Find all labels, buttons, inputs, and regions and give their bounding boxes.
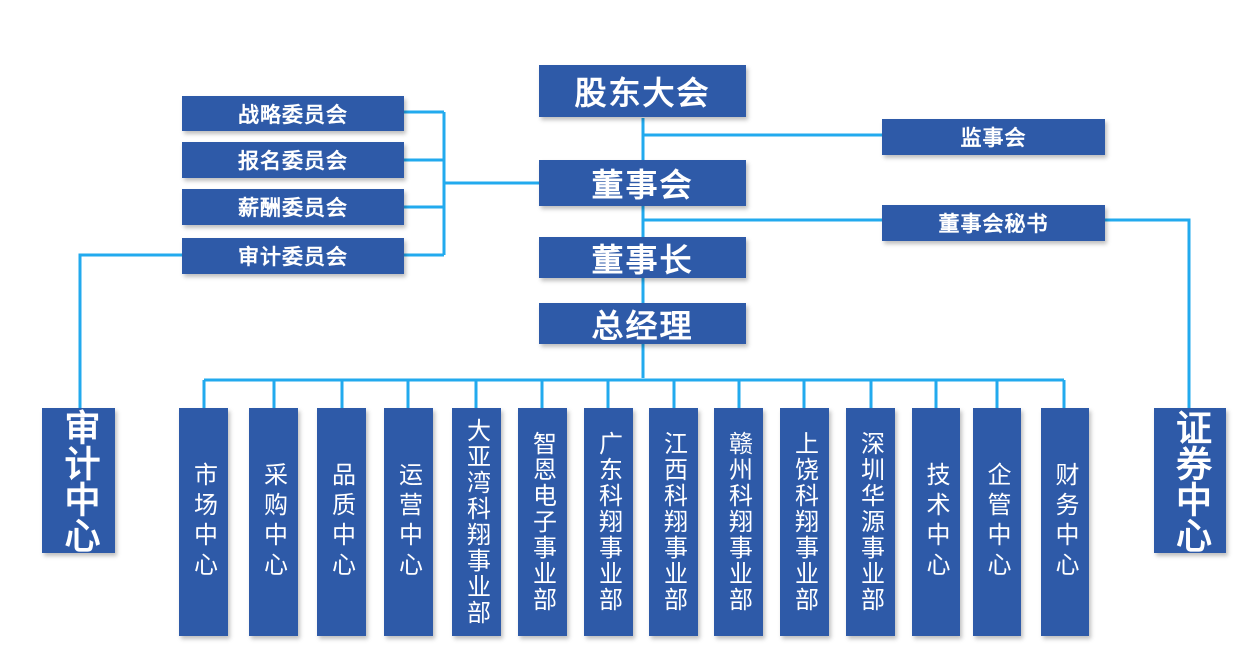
department-box-management: 企管中心 (973, 408, 1021, 636)
audit-center-box: 审计中心 (42, 408, 115, 553)
department-drops (202, 380, 1066, 408)
committee-label: 报名委员会 (238, 149, 348, 173)
department-box-shangrao: 上饶科翔事业部 (780, 408, 829, 636)
board-box: 董事会 (539, 160, 746, 206)
department-box-operations: 运营中心 (384, 408, 433, 636)
supervisors-label: 监事会 (960, 126, 1027, 150)
committee-label: 审计委员会 (238, 245, 348, 269)
committee-label: 薪酬委员会 (238, 196, 348, 220)
department-label: 技术中心 (922, 462, 950, 582)
board-secretary-label: 董事会秘书 (938, 212, 1049, 236)
supervisors-box: 监事会 (882, 119, 1105, 155)
department-box-technology: 技术中心 (912, 408, 960, 636)
department-box-ganzhou: 赣州科翔事业部 (714, 408, 763, 636)
department-box-shenzhen-huayuan: 深圳华源事业部 (846, 408, 895, 636)
department-label: 上饶科翔事业部 (790, 431, 819, 613)
department-label: 赣州科翔事业部 (724, 431, 753, 613)
department-label: 运营中心 (394, 462, 423, 582)
compensation-committee-box: 薪酬委员会 (182, 189, 404, 225)
shareholders-meeting-label: 股东大会 (574, 74, 711, 112)
department-label: 采购中心 (259, 462, 288, 582)
department-box-guangdong: 广东科翔事业部 (584, 408, 633, 636)
department-box-quality: 品质中心 (317, 408, 366, 636)
securities-center-box: 证券中心 (1154, 408, 1226, 553)
audit-committee-box: 审计委员会 (182, 238, 404, 274)
department-box-jiangxi: 江西科翔事业部 (649, 408, 698, 636)
department-label: 智恩电子事业部 (528, 431, 557, 613)
strategy-committee-box: 战略委员会 (182, 96, 404, 131)
department-box-zhien: 智恩电子事业部 (518, 408, 567, 636)
department-label: 深圳华源事业部 (856, 431, 885, 613)
department-box-purchasing: 采购中心 (249, 408, 298, 636)
department-label: 大亚湾科翔事业部 (462, 418, 491, 626)
department-label: 广东科翔事业部 (594, 431, 623, 613)
department-box-finance: 财务中心 (1041, 408, 1089, 636)
department-label: 财务中心 (1051, 462, 1079, 582)
board-secretary-box: 董事会秘书 (882, 205, 1105, 241)
department-label: 品质中心 (327, 462, 356, 582)
nomination-committee-box: 报名委员会 (182, 142, 404, 178)
department-label: 企管中心 (983, 462, 1011, 582)
board-label: 董事会 (591, 166, 694, 204)
general-manager-label: 总经理 (591, 306, 694, 345)
department-box-market: 市场中心 (179, 408, 228, 636)
committee-label: 战略委员会 (238, 102, 348, 127)
chairman-box: 董事长 (539, 237, 746, 279)
shareholders-meeting-box: 股东大会 (539, 65, 746, 117)
department-box-dayawan: 大亚湾科翔事业部 (452, 408, 501, 636)
department-label: 市场中心 (189, 462, 218, 582)
chairman-label: 董事长 (591, 240, 694, 279)
audit-center-label: 审计中心 (58, 408, 100, 553)
committee-bracket (404, 110, 540, 257)
general-manager-box: 总经理 (539, 303, 746, 345)
department-label: 江西科翔事业部 (659, 431, 688, 613)
securities-link (1105, 218, 1191, 408)
audit-link (78, 253, 182, 408)
securities-center-label: 证券中心 (1170, 408, 1211, 553)
